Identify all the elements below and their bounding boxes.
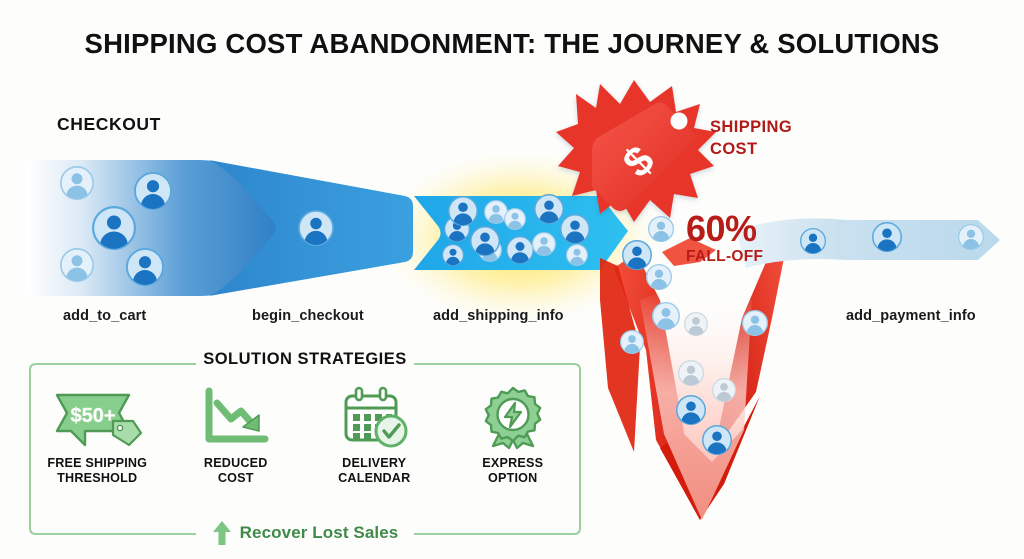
calendar-check-icon (338, 386, 410, 450)
solution-label-line1: EXPRESS (482, 456, 544, 470)
funnel-stage-add-to-cart[interactable] (26, 160, 279, 296)
up-arrow-icon (212, 521, 231, 545)
shipping-cost-label: SHIPPING COST (710, 117, 792, 161)
award-bolt-icon (481, 386, 545, 450)
stage-label-add-to-cart: add_to_cart (63, 308, 147, 324)
solution-label-line1: REDUCED (203, 456, 268, 470)
recover-lost-sales-footer: Recover Lost Sales (28, 520, 582, 546)
solution-label-line2: THRESHOLD (57, 471, 138, 486)
funnel-stage-begin-checkout[interactable] (209, 160, 413, 296)
declining-chart-icon (201, 386, 271, 450)
solution-label-line2: OPTION (488, 471, 538, 486)
shipping-cost-line1: SHIPPING (710, 118, 793, 136)
price-banner-text: $50+ (71, 405, 116, 427)
solutions-bracket-frame (29, 363, 581, 535)
price-banner-icon: $50+ (51, 386, 143, 450)
solutions-title: SOLUTION STRATEGIES (203, 350, 407, 368)
falloff-callout: 60% FALL-OFF (686, 208, 764, 266)
checkout-header: CHECKOUT (57, 114, 161, 134)
solution-label-line2: CALENDAR (338, 471, 411, 486)
stage-label-add-shipping-info: add_shipping_info (433, 308, 564, 324)
solution-label-reduced-cost: REDUCED COST (204, 456, 268, 487)
stage-label-begin-checkout: begin_checkout (252, 308, 364, 324)
page-title: SHIPPING COST ABANDONMENT: THE JOURNEY &… (84, 28, 940, 59)
shipping-cost-badge[interactable]: $ (556, 80, 716, 222)
solution-label-line2: COST (217, 471, 254, 486)
solution-strategies-panel: SOLUTION STRATEGIES $50+ FREE SHIPPING T… (28, 350, 582, 545)
shipping-cost-line2: COST (710, 139, 758, 158)
recover-lost-sales-text: Recover Lost Sales (239, 523, 399, 542)
stage-label-add-payment-info: add_payment_info (846, 308, 976, 324)
funnel-stage-add-shipping-info[interactable] (414, 194, 628, 270)
solution-item-express-option[interactable]: EXPRESS OPTION (449, 386, 577, 487)
solution-item-delivery-calendar[interactable]: DELIVERY CALENDAR (310, 386, 438, 487)
solution-item-reduced-cost[interactable]: REDUCED COST (172, 386, 300, 487)
falloff-value: 60% (686, 208, 757, 249)
solution-label-line1: DELIVERY (342, 456, 407, 470)
solution-item-free-shipping-threshold[interactable]: $50+ FREE SHIPPING THRESHOLD (33, 386, 161, 487)
solution-label-express-option: EXPRESS OPTION (482, 456, 543, 487)
solution-label-line1: FREE SHIPPING (47, 456, 148, 470)
solution-label-delivery-calendar: DELIVERY CALENDAR (338, 456, 410, 487)
funnel-stage-add-payment-info[interactable] (736, 218, 1000, 268)
falloff-label: FALL-OFF (686, 248, 764, 266)
dropoff-chasm (600, 216, 786, 520)
solutions-item-list: $50+ FREE SHIPPING THRESHOLD (28, 386, 582, 504)
solution-label-free-shipping-threshold: FREE SHIPPING THRESHOLD (47, 456, 147, 487)
